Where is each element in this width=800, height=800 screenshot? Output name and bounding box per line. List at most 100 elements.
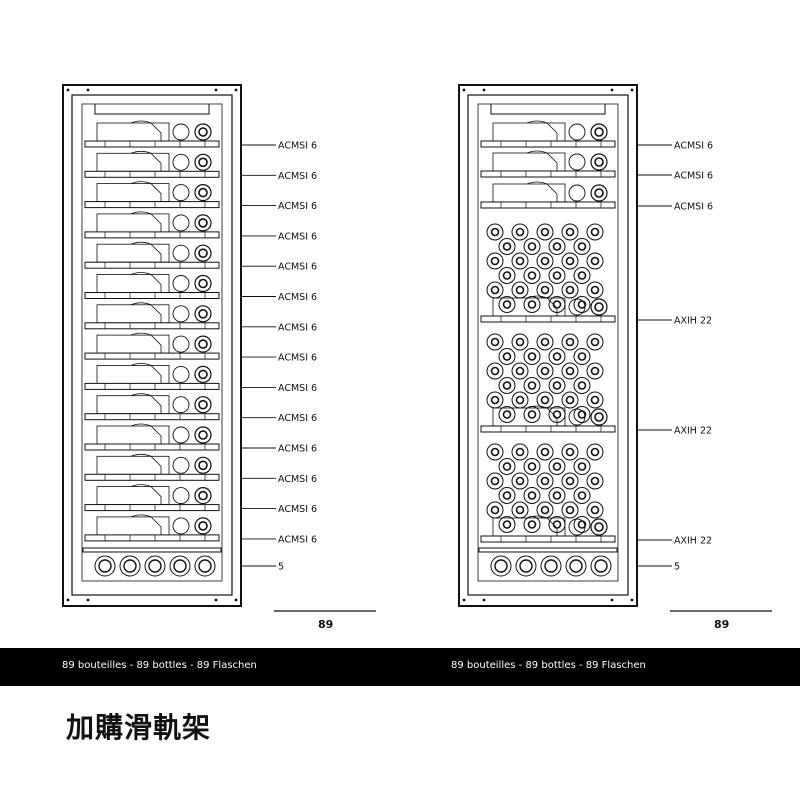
right-bottle-punt [594, 127, 604, 137]
right-rack-bottle [511, 281, 529, 299]
left-shelf-rail [84, 201, 220, 209]
left-shelf-rail [84, 534, 220, 542]
right-rack-bottle [523, 458, 541, 475]
right-rack-bottle [561, 333, 579, 351]
left-shelf-label: ACMSI 6 [278, 383, 317, 394]
left-bottle-punt [198, 490, 208, 501]
right-rack-bottle-punt [552, 381, 562, 390]
right-rack-bottle-punt [552, 462, 562, 471]
right-shelf-label: AXIH 22 [674, 426, 712, 437]
left-shelf-rail [84, 382, 220, 390]
right-standing-bottle [515, 555, 537, 577]
right-bottle-body [492, 183, 566, 203]
right-rack-bottle [536, 362, 554, 380]
right-rack-bottle [511, 362, 529, 380]
right-rivet [482, 88, 486, 92]
right-rack-bottle [561, 391, 579, 409]
right-rack-bottle-punt [502, 491, 512, 500]
right-rack-bottle [486, 281, 504, 299]
right-rack-bottle [573, 377, 591, 394]
right-rack-bottle-punt [515, 476, 525, 486]
right-rack-bottle-punt [502, 462, 512, 471]
right-rack-bottle-punt [565, 227, 575, 237]
left-top-housing [94, 104, 210, 115]
right-rack-bottle-punt [565, 366, 575, 376]
left-bottom-rail [82, 547, 222, 553]
right-rack-bottle-punt [540, 476, 550, 486]
right-bottle-end [590, 408, 608, 426]
right-rack-bottle-punt [515, 395, 525, 405]
right-bottle-punt [594, 412, 604, 422]
right-rack-bottle [586, 223, 604, 241]
left-shelf-label: ACMSI 6 [278, 201, 317, 212]
right-rack-bottle-punt [590, 395, 600, 405]
right-rack-bottle-punt [502, 520, 512, 529]
right-rack-bottle-punt [502, 352, 512, 361]
right-top-housing [490, 104, 606, 115]
right-cabinet [458, 84, 638, 607]
left-bottle-neck [130, 484, 162, 505]
left-bottle-body [96, 213, 170, 233]
right-rack-bottle-punt [502, 381, 512, 390]
right-rack-bottle [486, 472, 504, 490]
right-rack-bottle-punt [540, 337, 550, 347]
left-bottle-end [194, 365, 212, 383]
right-rack-bottle-punt [490, 505, 500, 515]
right-rack-bottle-punt [577, 491, 587, 500]
left-standing-bottle [119, 555, 141, 577]
left-rivet [86, 88, 90, 92]
left-bottle-end [194, 244, 212, 262]
left-bottle-punt [198, 339, 208, 349]
page-title: 加購滑軌架 [66, 711, 212, 744]
right-rack-bottle-punt [590, 227, 600, 237]
right-rivet [630, 88, 634, 92]
right-rack-bottle-punt [577, 271, 587, 280]
left-shelf-label: ACMSI 6 [278, 292, 317, 303]
right-rack-bottle [511, 333, 529, 351]
right-bottle-end [590, 518, 608, 536]
right-bottle-body [492, 122, 566, 142]
right-standing-bottle [590, 555, 612, 577]
right-rack-bottle [561, 281, 579, 299]
left-bottle-neck [130, 453, 162, 475]
right-bottle-end [590, 184, 608, 202]
right-shelf-label: ACMSI 6 [674, 202, 713, 213]
left-bottle-end [172, 214, 190, 232]
left-bottle-body [96, 364, 170, 384]
right-bottle-punt [594, 188, 604, 198]
left-shelf-label: 5 [278, 562, 284, 573]
right-bottle-neck [526, 120, 558, 141]
left-bottle-body [96, 425, 170, 445]
right-rack-bottle-punt [515, 227, 525, 237]
left-bottle-punt [198, 157, 208, 168]
right-rack-bottle-punt [540, 505, 550, 515]
left-bottle-neck [130, 332, 162, 354]
right-shelf-rail [480, 201, 616, 209]
left-bottle-end [172, 396, 190, 414]
left-bottle-neck [130, 211, 162, 232]
right-rack-bottle-punt [490, 285, 500, 295]
right-rivet [462, 598, 466, 602]
right-rack-bottle-punt [540, 285, 550, 295]
right-rack-bottle-punt [565, 256, 575, 266]
right-rack-bottle [573, 348, 591, 365]
right-bottle-neck [526, 181, 558, 202]
right-rack-bottle [498, 458, 516, 475]
left-bottle-end [172, 426, 190, 444]
right-bottle-body [492, 152, 566, 172]
left-shelf-label: ACMSI 6 [278, 413, 317, 424]
right-rack-bottle-punt [590, 337, 600, 347]
right-rack-bottle [561, 501, 579, 519]
right-standing-bottle [490, 555, 512, 577]
right-rack-bottle-punt [490, 366, 500, 376]
left-rivet [66, 598, 70, 602]
right-rack-bottle [536, 391, 554, 409]
right-shelf-label: AXIH 22 [674, 316, 712, 327]
right-rack-bottle [486, 362, 504, 380]
right-rack-bottle-punt [565, 447, 575, 457]
left-bottle-end [172, 365, 190, 383]
left-bottle-neck [130, 150, 162, 172]
right-rack-bottle [573, 296, 591, 313]
right-rack-bottle [486, 333, 504, 351]
